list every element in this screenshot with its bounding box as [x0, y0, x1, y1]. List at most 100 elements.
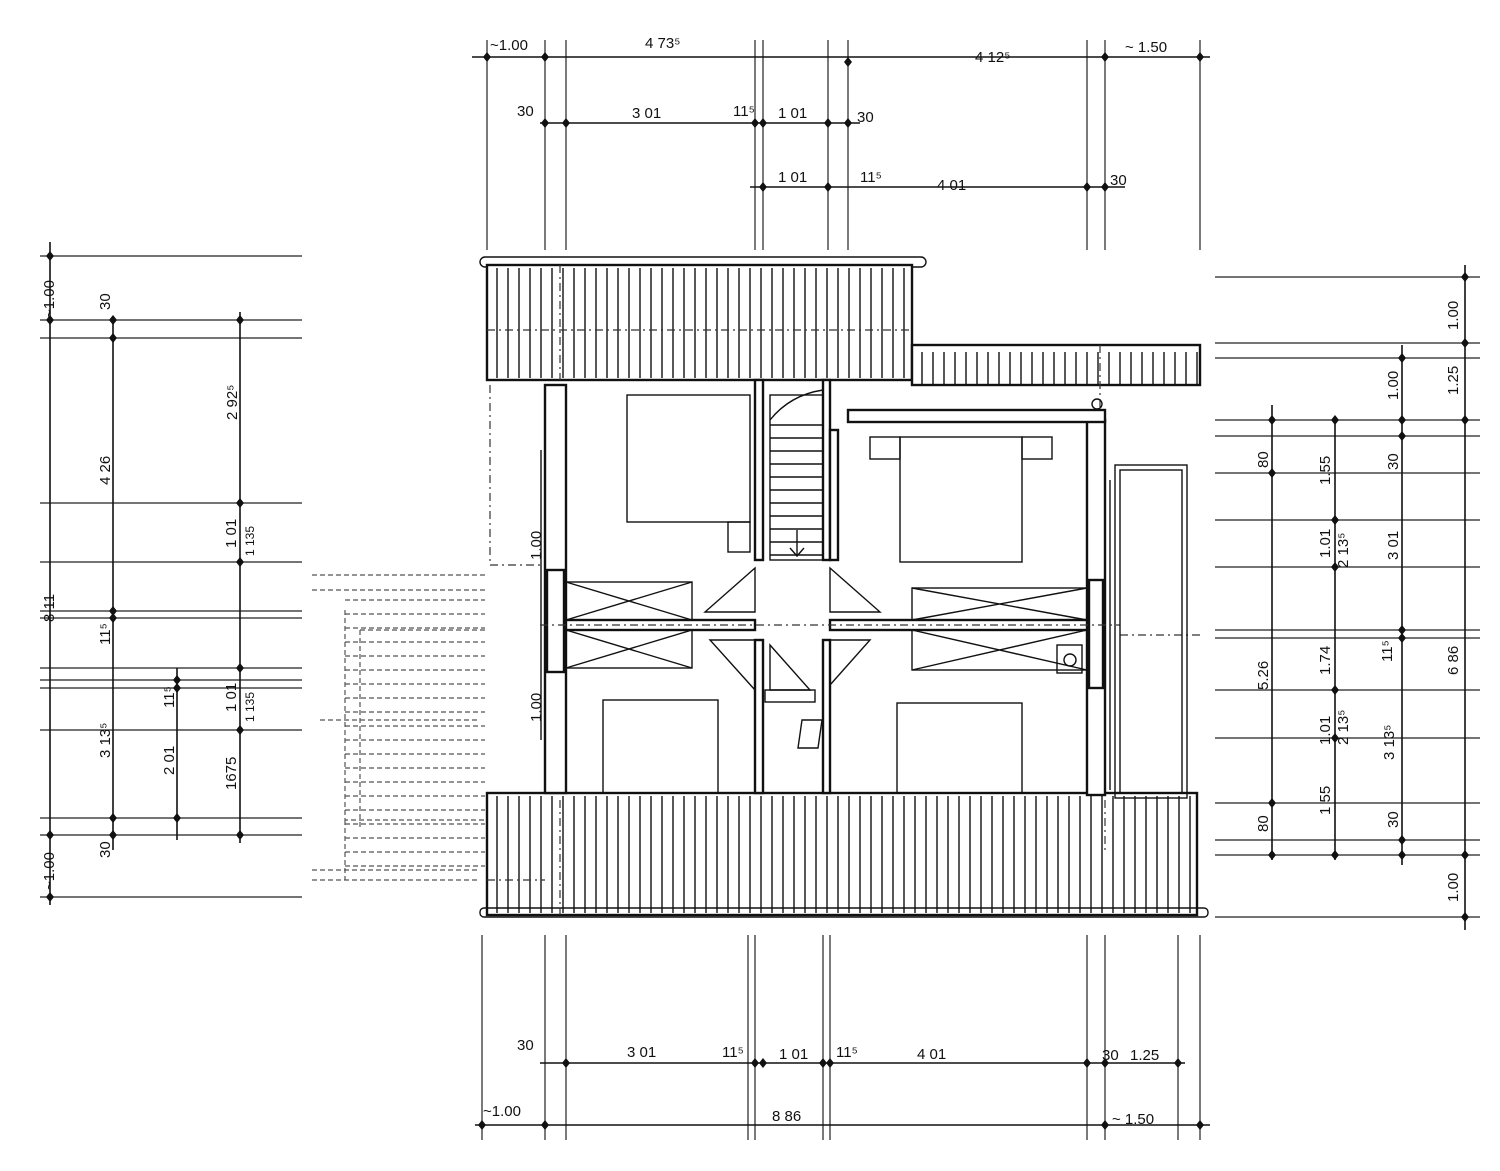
dimension-tick: [46, 892, 54, 902]
hall: [540, 566, 1200, 749]
dim-label: 1 01: [779, 1046, 808, 1063]
door-swing: [708, 639, 756, 692]
dim-label: ~ 1.50: [1125, 39, 1167, 56]
bottom-extension-lines: [481, 935, 1201, 1140]
dimension-tick: [109, 315, 117, 325]
bed-bottom-right: [896, 702, 1023, 794]
dim-label: 1 135: [243, 692, 257, 722]
dimension-tick: [562, 118, 570, 128]
wall-corridor-right-bottom: [821, 638, 832, 795]
dimension-tick: [1101, 1120, 1109, 1130]
balcony-right: [1114, 464, 1188, 799]
wall-corridor-left-top: [753, 378, 765, 562]
dimension-tick: [1268, 798, 1276, 808]
dim-label: 5.26: [1255, 661, 1272, 690]
dim-label: 1.00: [1445, 301, 1462, 330]
dim-label: 30: [1110, 172, 1127, 189]
dim-label: 30: [97, 841, 114, 858]
dimension-tick: [541, 1120, 549, 1130]
roof-section-top-left: [485, 263, 914, 382]
dimension-tick: [46, 830, 54, 840]
dimension-tick: [109, 813, 117, 823]
bottom-dimension-chains: 30 3 01 11⁵ 1 01 11⁵ 4 01 30 1.25 ~1.00 …: [475, 935, 1210, 1140]
dim-label: 8 86: [772, 1108, 801, 1125]
dimension-tick: [1268, 850, 1276, 860]
dim-label: 4 01: [937, 177, 966, 194]
dimension-tick: [173, 813, 181, 823]
furniture: [565, 394, 1188, 799]
staircase: [769, 389, 824, 561]
dim-label: 1.01: [1317, 529, 1334, 558]
top-dimension-chains: ~1.00 4 73⁵ 4 12⁵ ~ 1.50 30 3 01 11⁵ 1 0…: [472, 35, 1210, 250]
bed-bottom-left: [602, 699, 719, 794]
wall-stair-right: [828, 428, 840, 562]
dim-label: 1.01: [1317, 716, 1334, 745]
dimension-tick: [236, 663, 244, 673]
dimension-tick: [1331, 733, 1339, 743]
dimension-tick: [1101, 182, 1109, 192]
dimension-tick: [236, 315, 244, 325]
dim-label: 3 01: [627, 1044, 656, 1061]
dimension-tick: [1196, 52, 1204, 62]
dim-label: 3 01: [1385, 531, 1402, 560]
dimension-tick: [1101, 52, 1109, 62]
bed-top-left: [626, 394, 751, 523]
dimension-tick: [1268, 415, 1276, 425]
dimension-tick: [824, 182, 832, 192]
dimension-tick: [751, 1058, 759, 1068]
dim-label: ~1.00: [41, 852, 58, 890]
dimension-tick: [1101, 1058, 1109, 1068]
dim-label: 1 01: [223, 683, 240, 712]
window-right: [1087, 578, 1105, 690]
dimension-tick: [236, 725, 244, 735]
roof-section-top-right: [910, 343, 1202, 387]
dimension-tick: [844, 118, 852, 128]
dimension-tick: [1398, 415, 1406, 425]
dimension-tick: [1398, 625, 1406, 635]
dim-label: 11⁵: [733, 103, 755, 120]
right-dimension-ticks: [1268, 272, 1469, 922]
dimension-tick: [541, 118, 549, 128]
window-label: 1.00: [528, 531, 545, 560]
dim-label: 3 13⁵: [1381, 725, 1398, 760]
top-dimension-ticks: [483, 52, 1204, 192]
dim-label: 1.74: [1317, 646, 1334, 675]
dim-label: ~ 1.50: [1112, 1111, 1154, 1128]
dim-label: 1.25: [1445, 366, 1462, 395]
dim-label: 4 01: [917, 1046, 946, 1063]
dimension-tick: [1461, 338, 1469, 348]
dim-label: 8 11: [41, 594, 58, 622]
bottom-dimension-ticks: [478, 1058, 1204, 1130]
dim-label: 1.00: [1445, 873, 1462, 902]
dimension-tick: [1331, 562, 1339, 572]
dimension-tick: [1268, 468, 1276, 478]
dim-label: 30: [97, 293, 114, 310]
dimension-tick: [1331, 415, 1339, 425]
dim-label: 3 13⁵: [97, 723, 114, 758]
left-dimension-ticks: [46, 251, 244, 902]
dimension-tick: [1083, 182, 1091, 192]
dimension-tick: [236, 830, 244, 840]
dim-label: 4 73⁵: [645, 35, 680, 52]
dimension-tick: [483, 52, 491, 62]
dim-label: 11⁵: [860, 169, 882, 186]
window-label: 1.00: [528, 693, 545, 722]
dimension-tick: [1398, 353, 1406, 363]
dimension-tick: [1398, 850, 1406, 860]
dim-label: 6 86: [1445, 646, 1462, 675]
dim-label: 2 13⁵: [1335, 710, 1352, 745]
top-extension-lines: [486, 40, 1201, 250]
door-swing: [769, 643, 812, 691]
dim-label: ~1.00: [483, 1103, 521, 1120]
lower-floor-outline: [312, 385, 540, 881]
dimension-tick: [173, 675, 181, 685]
dimension-tick: [1331, 850, 1339, 860]
dimension-tick: [1461, 912, 1469, 922]
dimension-tick: [1331, 685, 1339, 695]
dimension-tick: [751, 118, 759, 128]
washbasin: [1056, 644, 1083, 674]
dim-label: ~1.00: [490, 37, 528, 54]
window-left: [545, 568, 566, 674]
dim-label: 1.55: [1317, 456, 1334, 485]
washbasin-icon: [1063, 653, 1077, 667]
